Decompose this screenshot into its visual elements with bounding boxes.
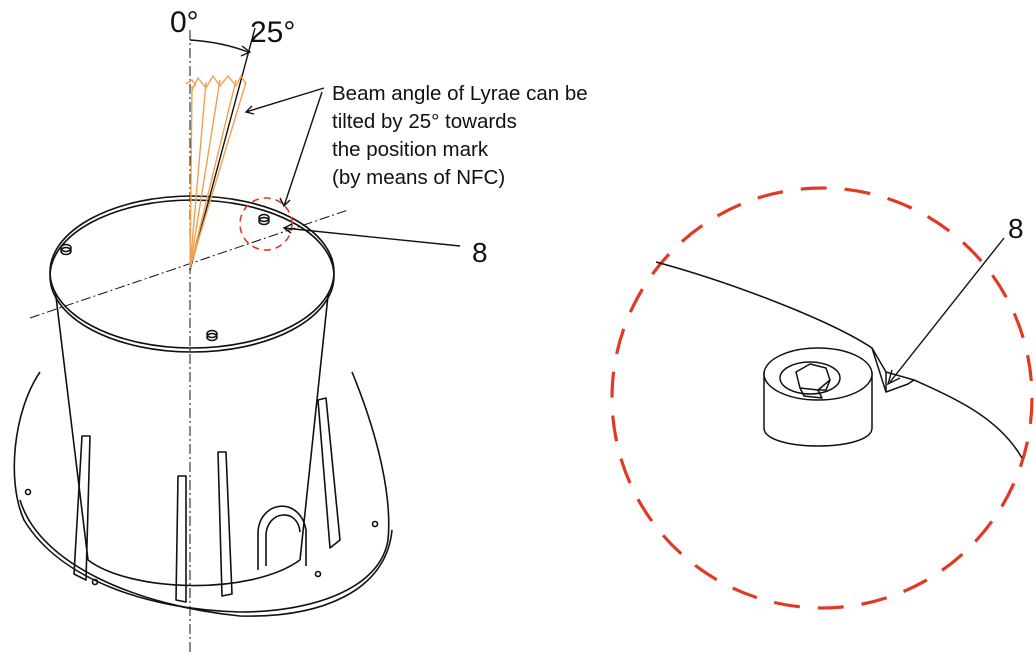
angle-arc	[189, 39, 249, 53]
flange-hole	[314, 570, 322, 578]
cable-entry-inner	[265, 514, 301, 566]
flange-hole	[24, 488, 32, 496]
flange-hole	[371, 520, 379, 528]
housing-rib	[317, 397, 341, 549]
leader-lines	[244, 87, 461, 247]
housing-lid-rim	[49, 199, 335, 353]
callout-line-4: (by means of NFC)	[332, 166, 505, 189]
mark-label-left: 8	[472, 237, 488, 268]
angle-label-tilt: 25°	[250, 16, 295, 49]
screw-top	[763, 347, 873, 401]
position-mark-screw	[258, 213, 270, 226]
cable-entry	[257, 505, 307, 570]
tilt-axis	[29, 209, 349, 319]
luminaire-housing	[13, 195, 393, 617]
axis-lines	[29, 30, 349, 652]
screw-recess	[779, 361, 841, 395]
lid-screw	[60, 243, 72, 256]
housing-body-base	[87, 559, 301, 587]
lid-screw	[206, 329, 218, 342]
angle-arc-arrow	[240, 45, 252, 57]
flange-hole	[91, 578, 99, 586]
lid-edge	[655, 261, 1023, 459]
beam-fan	[185, 74, 247, 269]
detail-view	[655, 261, 1023, 459]
detail-leader	[886, 237, 1005, 386]
housing-rib	[217, 451, 233, 597]
housing-body	[51, 257, 333, 561]
angle-label-zero: 0°	[170, 6, 199, 39]
housing-flange-lower	[19, 499, 393, 617]
housing-flange	[13, 371, 390, 613]
callout-line-1: Beam angle of Lyrae can be	[332, 82, 588, 105]
callout-line-3: the position mark	[332, 138, 489, 161]
detail-circle	[610, 186, 1034, 610]
callout-line-2: tilted by 25° towards	[332, 110, 517, 133]
housing-rib	[175, 475, 187, 603]
housing-rib	[73, 435, 91, 581]
mark-label-right: 8	[1008, 213, 1024, 244]
